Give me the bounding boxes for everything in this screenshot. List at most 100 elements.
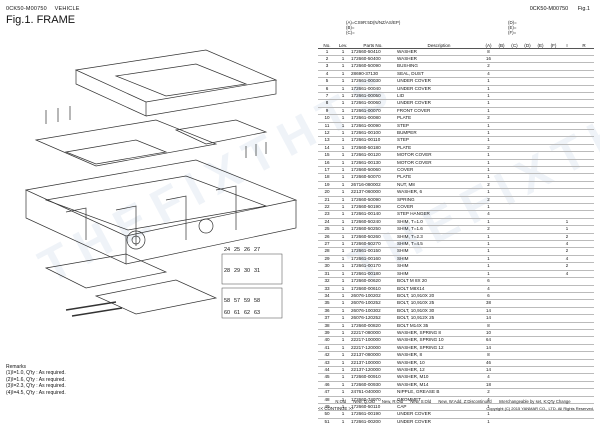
- row-qty-c: [508, 122, 521, 130]
- row-qty-d: [521, 329, 534, 338]
- inset-label-61: 61: [234, 310, 240, 316]
- row-qty-b: [495, 188, 508, 197]
- row-qty-d: [521, 151, 534, 160]
- row-qty-d: [521, 114, 534, 123]
- row-lev: 1: [336, 129, 350, 138]
- row-lev: 1: [336, 403, 350, 412]
- row-description: BOLT M14X 35: [396, 322, 482, 330]
- row-description: LID: [396, 92, 482, 101]
- table-header-row: No. Lev. Parts No. Description (A) (B) (…: [318, 39, 594, 49]
- row-qty-c: [508, 396, 521, 405]
- row-qty-f: [547, 292, 560, 301]
- row-qty-d: [521, 255, 534, 264]
- col-lev: Lev.: [336, 39, 350, 49]
- page-header: 0CK50-M00750 VEHICLE Fig.1. FRAME: [6, 6, 86, 26]
- row-qty-f: [547, 344, 560, 353]
- row-i: 4: [560, 240, 574, 249]
- row-lev: 1: [336, 233, 350, 242]
- row-qty-b: [495, 159, 508, 168]
- row-r: [574, 188, 594, 197]
- row-qty-a: 6: [482, 292, 495, 301]
- section-name: VEHICLE: [54, 6, 80, 12]
- row-qty-a: 1: [482, 188, 495, 197]
- row-qty-c: [508, 381, 521, 390]
- row-qty-c: [508, 188, 521, 197]
- row-qty-a: 1: [482, 129, 495, 138]
- row-qty-c: [508, 373, 521, 382]
- row-parts-no: 172661-00130: [350, 159, 396, 168]
- row-qty-f: [547, 99, 560, 108]
- row-qty-d: [521, 99, 534, 108]
- row-description: SEAL, DUST: [396, 70, 482, 79]
- row-no: 17: [318, 166, 336, 175]
- row-description: STEP HANGER: [396, 210, 482, 219]
- row-lev: 1: [336, 373, 350, 382]
- row-qty-b: [495, 285, 508, 293]
- row-no: 32: [318, 277, 336, 286]
- row-parts-no: 22217-080000: [350, 329, 396, 338]
- row-no: 39: [318, 329, 336, 338]
- row-qty-e: [534, 196, 547, 205]
- row-i: [560, 285, 574, 293]
- row-description: WASHER, 6: [396, 188, 482, 197]
- row-qty-c: [508, 70, 521, 79]
- row-i: [560, 344, 574, 353]
- row-qty-c: [508, 144, 521, 153]
- row-qty-f: [547, 196, 560, 205]
- row-qty-c: [508, 307, 521, 316]
- row-qty-a: 2: [482, 196, 495, 205]
- row-lev: 1: [336, 351, 350, 360]
- model-code-legend: (A)=CS9R:5D(N/NZ/AS/EP) (B)= (C)=: [346, 20, 401, 36]
- row-qty-b: [495, 129, 508, 138]
- row-qty-f: [547, 188, 560, 197]
- row-qty-b: [495, 99, 508, 108]
- row-lev: 1: [336, 70, 350, 79]
- row-qty-e: [534, 166, 547, 175]
- row-parts-no: 172660-50400: [350, 55, 396, 64]
- row-qty-a: 1: [482, 218, 495, 227]
- row-qty-c: [508, 388, 521, 397]
- row-r: [574, 233, 594, 242]
- row-qty-f: [547, 336, 560, 345]
- row-qty-e: [534, 233, 547, 242]
- row-parts-no: 172660-74070: [350, 396, 396, 405]
- row-qty-d: [521, 247, 534, 256]
- row-qty-e: [534, 359, 547, 367]
- row-qty-e: [534, 188, 547, 197]
- row-qty-c: [508, 77, 521, 86]
- row-description: GROMMET: [396, 396, 482, 405]
- row-qty-d: [521, 307, 534, 316]
- row-qty-b: [495, 396, 508, 405]
- row-qty-b: [495, 270, 508, 279]
- row-r: [574, 418, 594, 424]
- row-lev: 1: [336, 218, 350, 227]
- row-parts-no: 26076-100302: [350, 307, 396, 316]
- col-qty-e: (E): [534, 39, 547, 49]
- row-qty-a: 1: [482, 255, 495, 264]
- row-lev: 1: [336, 270, 350, 279]
- row-lev: 1: [336, 418, 350, 424]
- row-qty-e: [534, 210, 547, 219]
- row-qty-f: [547, 55, 560, 64]
- row-lev: 1: [336, 210, 350, 219]
- row-r: [574, 314, 594, 323]
- row-description: BOLT, 10,910X 25: [396, 299, 482, 308]
- row-qty-d: [521, 299, 534, 308]
- row-r: [574, 166, 594, 175]
- row-qty-a: 1: [482, 203, 495, 212]
- row-qty-e: [534, 173, 547, 182]
- inset-label-27: 27: [254, 247, 260, 253]
- row-parts-no: 22217-100000: [350, 336, 396, 345]
- row-qty-a: 8: [482, 351, 495, 360]
- row-qty-e: [534, 381, 547, 390]
- row-qty-a: 4: [482, 70, 495, 79]
- row-qty-f: [547, 403, 560, 412]
- row-qty-b: [495, 114, 508, 123]
- row-description: WASHER, 12: [396, 366, 482, 375]
- row-no: 28: [318, 247, 336, 256]
- row-description: BOLT, 10,910X 30: [396, 307, 482, 316]
- row-qty-d: [521, 159, 534, 168]
